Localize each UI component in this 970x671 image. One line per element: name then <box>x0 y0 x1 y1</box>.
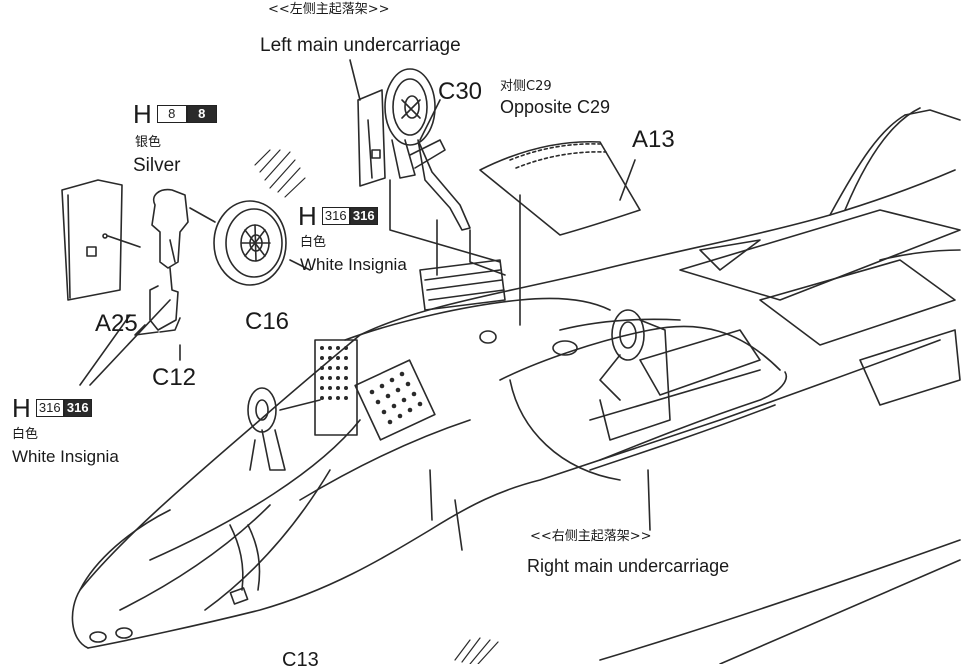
panel-a13 <box>479 140 641 236</box>
perforated-plates <box>314 339 436 441</box>
strut-c12 <box>134 188 216 336</box>
fuselage <box>71 107 961 664</box>
paint-box-dark: 8 <box>186 104 217 123</box>
right-main-label-en: Right main undercarriage <box>527 556 730 576</box>
paint-letter: H <box>298 200 317 231</box>
paint-box-white: 316 <box>35 398 64 417</box>
color-cn-white-1: 白色 <box>300 235 327 250</box>
color-en-silver: Silver <box>133 155 181 176</box>
door-a25 <box>61 179 141 301</box>
part-c13: C13 <box>282 649 319 671</box>
paint-code-silver: H 8 8 <box>133 98 217 129</box>
right-main-label-cn: <<右侧主起落架>> <box>530 529 652 544</box>
part-c16: C16 <box>245 308 290 335</box>
opposite-label-en: Opposite C29 <box>500 97 611 117</box>
part-c30: C30 <box>438 78 483 105</box>
left-main-undercarriage-parts <box>349 59 471 231</box>
color-cn-white-2: 白色 <box>12 427 39 442</box>
color-en-white-2: White Insignia <box>12 447 119 466</box>
paint-letter: H <box>12 392 31 423</box>
left-main-label-cn: <<左侧主起落架>> <box>268 2 390 17</box>
leader-lines <box>79 179 521 386</box>
paint-code-white-insignia-1: H 316 316 <box>298 200 378 231</box>
right-main-gear <box>589 309 761 531</box>
paint-box-dark: 316 <box>63 398 92 417</box>
paint-code-white-insignia-2: H 316 316 <box>12 392 92 423</box>
paint-box-dark: 316 <box>349 206 378 225</box>
hatch-marks <box>254 149 499 664</box>
wheel-c16 <box>213 200 311 286</box>
part-a25: A25 <box>95 310 138 337</box>
part-a13: A13 <box>632 126 675 153</box>
paint-box-white: 8 <box>156 104 187 123</box>
left-main-label-en: Left main undercarriage <box>260 35 461 56</box>
paint-letter: H <box>133 98 152 129</box>
paint-box-white: 316 <box>321 206 350 225</box>
nose-gear <box>247 387 321 471</box>
opposite-label-cn: 对侧C29 <box>500 79 552 94</box>
part-c12: C12 <box>152 364 197 391</box>
color-cn-silver: 银色 <box>135 135 162 150</box>
color-en-white-1: White Insignia <box>300 255 407 274</box>
